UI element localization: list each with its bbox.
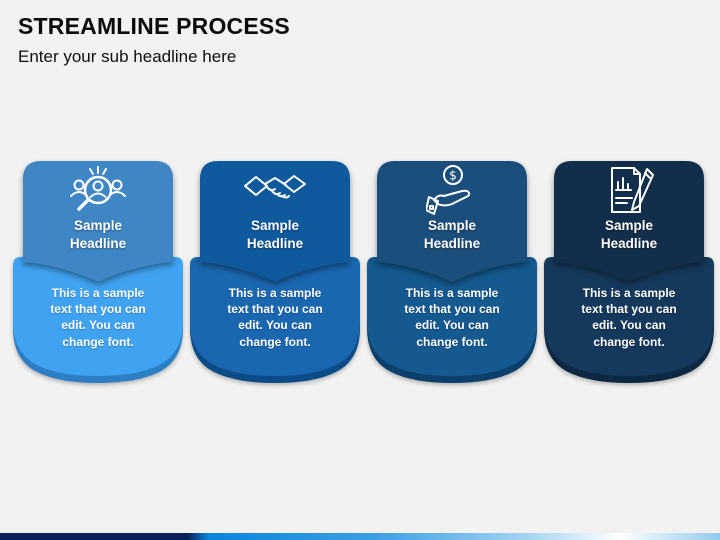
card-header-shape — [377, 161, 527, 282]
footer-accent-bar — [0, 533, 720, 540]
card-headline: Sample Headline — [600, 218, 658, 251]
card-body-text: This is a sample text that you can edit.… — [581, 286, 677, 349]
dollar-sign: $ — [449, 169, 457, 183]
card-headline: Sample Headline — [69, 218, 127, 251]
card-header-shape — [554, 161, 704, 282]
card-body-shape — [190, 257, 360, 383]
card-headline: Sample Headline — [246, 218, 304, 251]
card-header-shape — [23, 161, 173, 282]
process-card-4: Sample Headline This is a sample text th… — [544, 157, 714, 392]
process-card-2: Sample Headline This is a sample text th… — [190, 157, 360, 392]
hand-coin-icon: $ — [377, 165, 527, 217]
card-headline: Sample Headline — [423, 218, 481, 251]
process-card-1: Sample Headline This is a sample text th… — [13, 157, 183, 392]
card-body-text: This is a sample text that you can edit.… — [50, 286, 146, 349]
sub-headline: Enter your sub headline here — [18, 47, 237, 66]
handshake-icon — [200, 165, 350, 217]
card-body-text: This is a sample text that you can edit.… — [227, 286, 323, 349]
card-body-shape — [544, 257, 714, 383]
team-search-icon — [23, 165, 173, 217]
card-body-shape — [13, 257, 183, 383]
process-card-3: $ Sample Headline This is a sample text … — [367, 157, 537, 392]
page-title: STREAMLINE PROCESS — [18, 13, 290, 39]
card-header-shape — [200, 161, 350, 282]
card-body-text: This is a sample text that you can edit.… — [404, 286, 500, 349]
report-edit-icon — [554, 165, 704, 217]
card-body-shape — [367, 257, 537, 383]
